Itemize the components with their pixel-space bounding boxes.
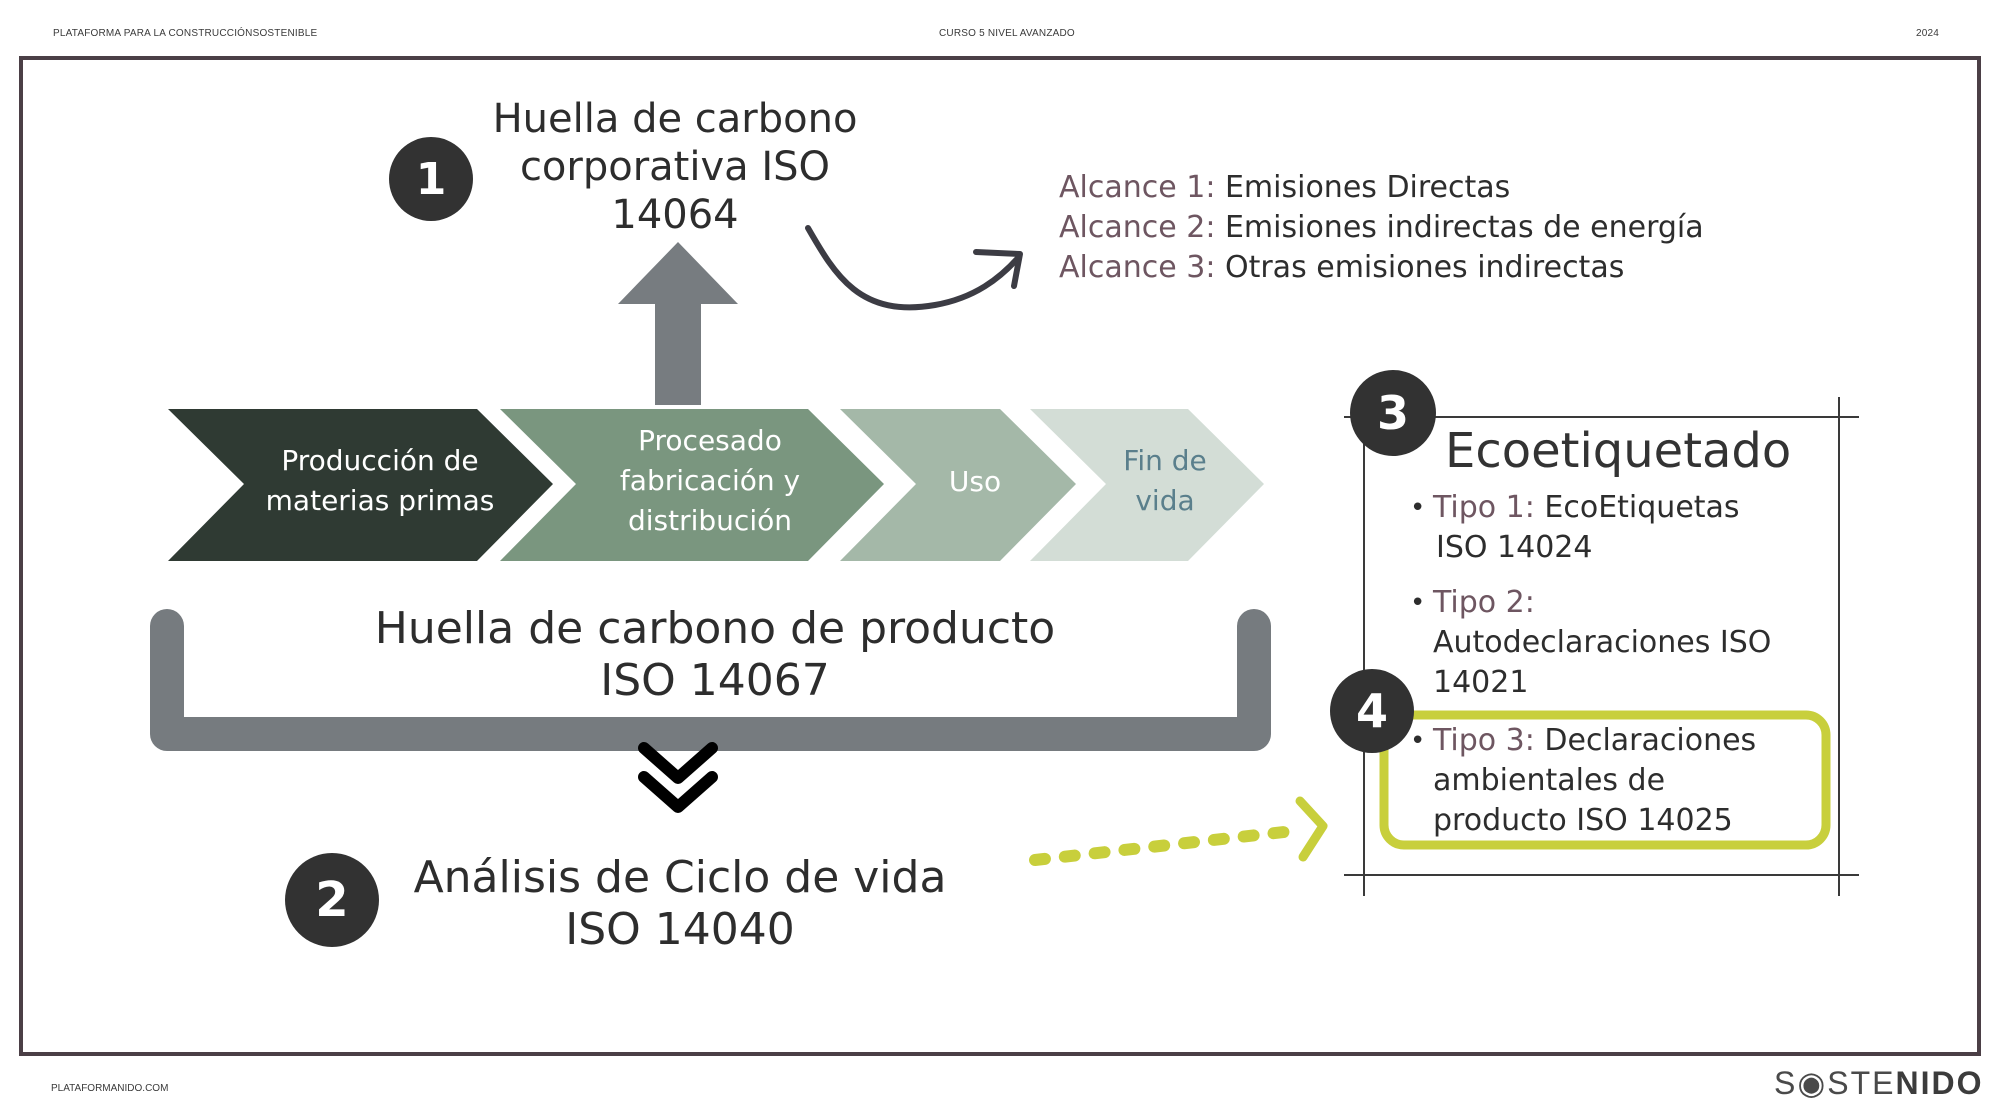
step-use-label: Uso	[948, 465, 1002, 498]
lca-title: Análisis de Ciclo de vida ISO 14040	[413, 852, 947, 955]
step-end-of-life-label: Fin de vida	[1123, 444, 1207, 517]
header-course-text: CURSO 5 NIVEL AVANZADO	[939, 28, 1075, 39]
step-2-badge: 2	[285, 853, 379, 947]
logo-gear-icon: ◉	[1797, 1065, 1828, 1101]
scope-2-item: Alcance 2: Emisiones indirectas de energ…	[1059, 210, 1704, 245]
step-raw-materials-label: Producción de materias primas	[265, 444, 495, 517]
product-bracket	[150, 609, 1271, 751]
chevron-processing	[500, 409, 884, 561]
curved-arrow-head	[973, 249, 1023, 289]
up-arrow	[618, 242, 738, 405]
header-platform-text: PLATAFORMA PARA LA CONSTRUCCIÓNSOSTENIBL…	[53, 28, 318, 39]
sostenido-logo: S◉STENIDO	[1774, 1065, 1984, 1101]
dotted-arrow-head	[1295, 796, 1328, 862]
scope-3-item: Alcance 3: Otras emisiones indirectas	[1059, 250, 1625, 285]
chevron-raw-materials	[168, 409, 553, 561]
tipo3-highlight	[1379, 710, 1831, 850]
step-4-badge: 4	[1330, 669, 1414, 753]
slide-frame	[19, 56, 1981, 1056]
step-1-badge: 1	[389, 137, 473, 221]
step-processing-label: Procesado fabricación y distribución	[619, 424, 801, 537]
step-3-badge: 3	[1350, 370, 1436, 456]
double-chevron-down-icon	[638, 742, 718, 784]
footer-website-link[interactable]: PLATAFORMANIDO.COM	[51, 1083, 169, 1094]
product-footprint-title: Huella de carbono de producto ISO 14067	[374, 603, 1056, 706]
chevron-end-of-life	[1030, 409, 1264, 561]
corporate-footprint-title: Huella de carbono corporativa ISO 14064	[492, 96, 858, 238]
scope-1-item: Alcance 1: Emisiones Directas	[1059, 170, 1511, 205]
ecolabel-title: Ecoetiquetado	[1445, 423, 1792, 479]
dotted-arrow	[1029, 824, 1308, 866]
curved-arrow	[805, 225, 1021, 311]
chevron-use	[840, 409, 1076, 561]
header-year-text: 2024	[1916, 28, 1940, 39]
